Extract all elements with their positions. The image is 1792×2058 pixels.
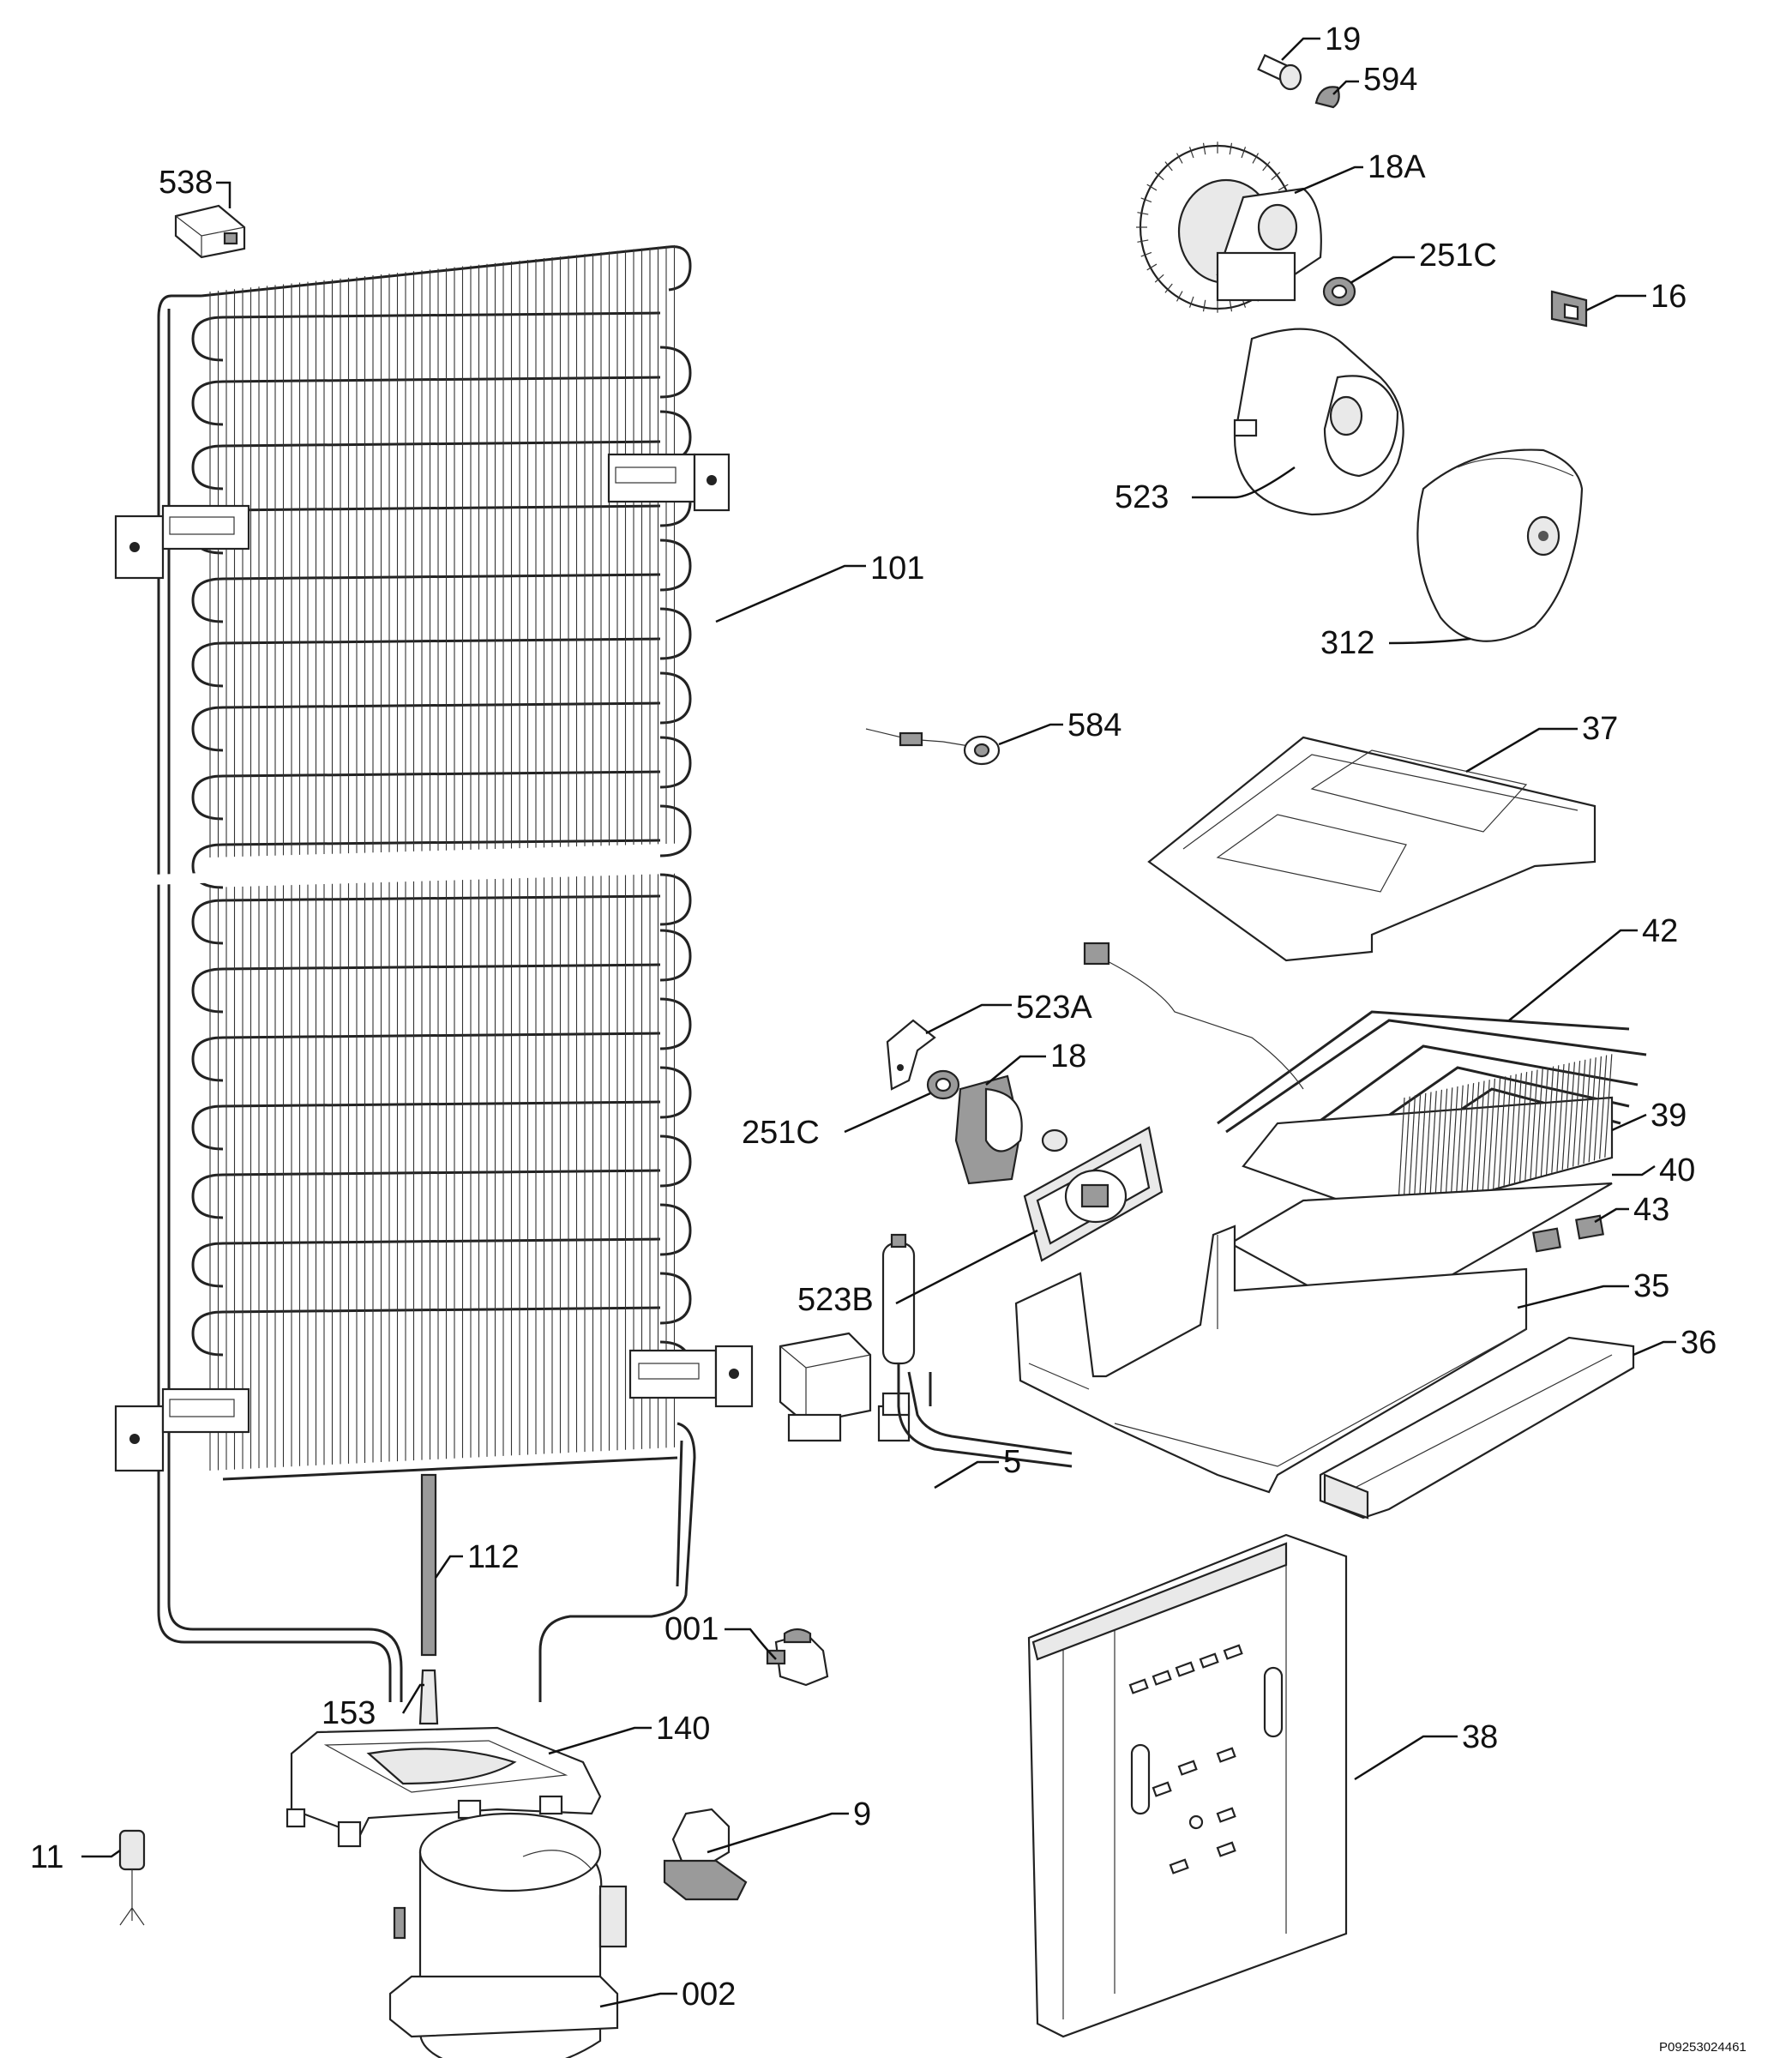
drip-tray-35: [1014, 1225, 1528, 1494]
label-251c-mid: 251C: [742, 1115, 820, 1151]
label-39: 39: [1651, 1098, 1687, 1134]
label-42: 42: [1642, 913, 1678, 949]
label-11: 11: [30, 1839, 63, 1875]
solenoid-valve-5: [779, 1233, 1073, 1468]
relay-001: [766, 1628, 829, 1687]
label-523b: 523B: [797, 1282, 874, 1318]
condenser-101: [114, 244, 754, 1702]
label-9: 9: [853, 1796, 871, 1832]
label-251c-top: 251C: [1419, 238, 1497, 274]
fan-cover-312: [1416, 448, 1584, 642]
filter-153: [418, 1669, 439, 1725]
label-35: 35: [1633, 1268, 1669, 1304]
label-43: 43: [1633, 1192, 1669, 1228]
evaporator-cover-37: [1147, 736, 1597, 962]
condenser-bracket-bl: [114, 1387, 250, 1472]
label-584: 584: [1067, 707, 1122, 743]
label-594: 594: [1363, 62, 1417, 98]
label-18a: 18A: [1368, 149, 1426, 185]
rear-panel-38: [1027, 1533, 1348, 2038]
label-140: 140: [656, 1711, 710, 1747]
label-16: 16: [1651, 279, 1687, 315]
label-538: 538: [159, 165, 213, 201]
cap-594: [1314, 86, 1340, 109]
label-37: 37: [1582, 711, 1618, 747]
sensor-584: [865, 728, 1001, 766]
label-002: 002: [682, 1977, 736, 2013]
clips-43: [1532, 1214, 1604, 1253]
grommet-251c-top: [1322, 276, 1356, 307]
bracket-523a: [886, 1019, 936, 1091]
switch-16: [1550, 290, 1588, 328]
fan-motor-18a: [1136, 141, 1322, 313]
part-labels: 19 594 18A 251C 16 523 312 538 101 584 3…: [30, 21, 1747, 2055]
label-312: 312: [1320, 625, 1374, 661]
label-36: 36: [1681, 1325, 1717, 1361]
fan-housing-523: [1233, 328, 1404, 516]
label-153: 153: [322, 1695, 376, 1731]
diagram-code: P09253024461: [1659, 2040, 1747, 2055]
label-523: 523: [1115, 479, 1169, 515]
fan-plate-523b: [1023, 1126, 1164, 1262]
compressor-base-140: [286, 1726, 602, 1848]
capillary-tube-112: [420, 1473, 437, 1657]
label-112: 112: [467, 1539, 520, 1575]
screw-19: [1257, 54, 1302, 91]
fan-motor-18: [954, 1074, 1068, 1185]
drain-channel-36: [1319, 1336, 1635, 1519]
leader-lines: [81, 37, 1676, 2008]
grommet-251c-mid: [926, 1069, 960, 1100]
label-101: 101: [870, 551, 924, 587]
label-523a: 523A: [1016, 990, 1092, 1026]
connector-538: [174, 204, 246, 259]
label-18: 18: [1050, 1038, 1086, 1074]
condenser-bracket-tr: [607, 453, 731, 512]
label-5: 5: [1003, 1444, 1021, 1480]
sensor-11: [118, 1829, 146, 1926]
label-001: 001: [664, 1611, 719, 1647]
condenser-bracket-br: [628, 1345, 754, 1408]
label-40: 40: [1659, 1152, 1695, 1188]
condenser-bracket-tl: [114, 504, 250, 580]
label-38: 38: [1462, 1719, 1498, 1755]
compressor-002: [388, 1812, 628, 2058]
label-19: 19: [1325, 21, 1361, 57]
overload-protector-9: [663, 1808, 748, 1901]
